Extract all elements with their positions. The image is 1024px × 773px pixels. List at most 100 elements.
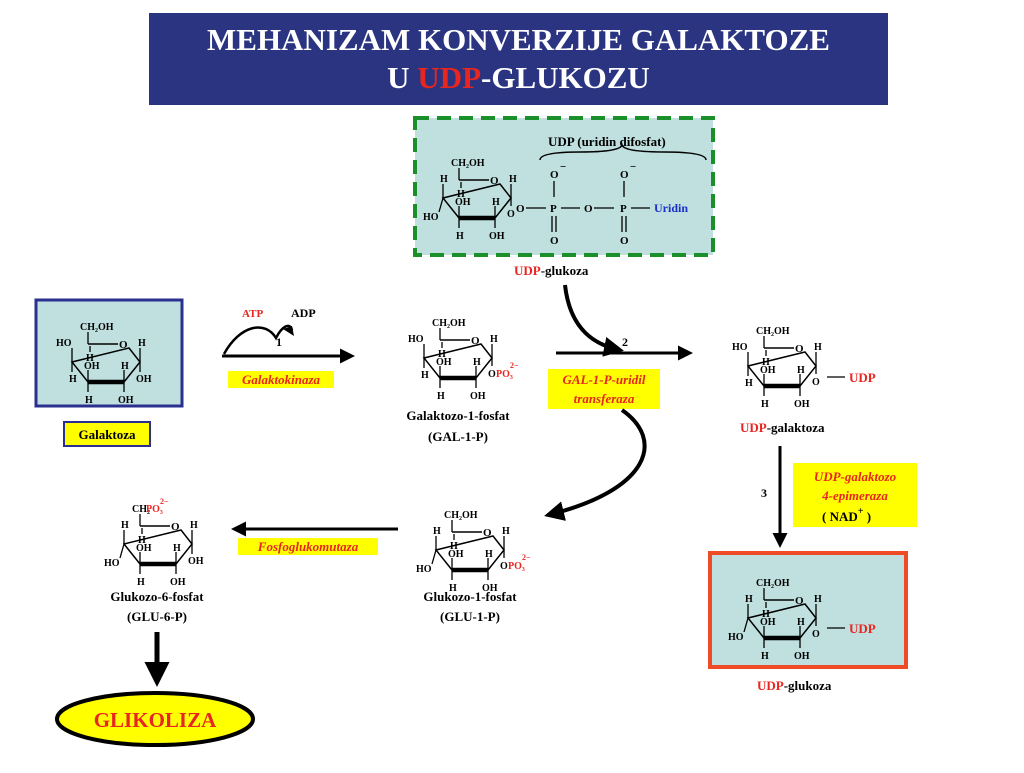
c1-oxygen: O: [812, 629, 820, 640]
udp-double-o-2: O: [620, 235, 629, 247]
c6-ch2oh: CH₂OH: [756, 326, 790, 337]
c2-oh: OH: [482, 583, 498, 594]
c1-oxygen: O: [488, 369, 496, 380]
c2-h: H: [173, 543, 181, 554]
udp-o-minus-1: O: [550, 169, 559, 181]
epimeraza-label-1: UDP-galaktozo: [814, 469, 897, 484]
udp-p-1: P: [550, 203, 557, 215]
c2-h: H: [797, 365, 805, 376]
c5-h: H: [762, 357, 770, 368]
c3-h: H: [437, 391, 445, 402]
c4-ho: HO: [408, 334, 424, 345]
title-line-2: U UDP-GLUKOZU: [149, 59, 888, 97]
c5-h: H: [138, 535, 146, 546]
udp-minus-1: −: [560, 161, 566, 173]
c3-h: H: [761, 399, 769, 410]
udp-double-o-1: O: [550, 235, 559, 247]
c3-oh: OH: [760, 365, 776, 376]
epimeraza-box: [793, 463, 917, 527]
c5-h: H: [86, 353, 94, 364]
c1-h: H: [502, 526, 510, 537]
c4-h: H: [745, 594, 753, 605]
c5-h: H: [438, 349, 446, 360]
c2-h: H: [485, 549, 493, 560]
title-line-2-suffix: -GLUKOZU: [481, 60, 650, 95]
fosfoglukomutaza-box: [238, 538, 378, 555]
c6-ch2oh: CH₂OH: [444, 510, 478, 521]
galaktokinaza-box: [228, 371, 334, 388]
c1-phosphate: PO₃: [508, 561, 525, 572]
c1-h: H: [190, 520, 198, 531]
galactose-label-box: [63, 421, 151, 447]
c1-phosphate: PO₃: [496, 369, 513, 380]
c3-h: H: [137, 577, 145, 588]
udp-glucose-input-arrow: [563, 284, 624, 357]
c1-phosphate-charge: 2−: [522, 553, 531, 562]
c1-h: H: [509, 174, 517, 185]
udp-glucose-caption: UDP-glukoza: [514, 263, 589, 278]
udp-o-minus-2: O: [620, 169, 629, 181]
c1-oh: OH: [136, 374, 152, 385]
galaktokinaza-label: Galaktokinaza: [242, 372, 321, 387]
ring-bonds: [434, 531, 505, 571]
udp-bridge-o-1: O: [516, 203, 525, 215]
gal1p-name: Galaktozo-1-fosfat: [406, 408, 510, 423]
c2-h: H: [473, 357, 481, 368]
c3-h: H: [456, 231, 464, 242]
udp-p-2: P: [620, 203, 627, 215]
c4-ho: HO: [732, 342, 748, 353]
c4-h: H: [121, 520, 129, 531]
glc6p-name: Glukozo-6-fosfat: [110, 589, 204, 604]
c3-h: H: [85, 395, 93, 406]
c3-oh: OH: [436, 357, 452, 368]
ring-oxygen: O: [119, 339, 128, 351]
adp-label: ADP: [291, 306, 316, 320]
c1-oh: OH: [188, 556, 204, 567]
galactose-label: Galaktoza: [78, 427, 136, 442]
glc1p-name: Glukozo-1-fosfat: [423, 589, 517, 604]
c3-h: H: [761, 651, 769, 662]
glc1p-abbr: (GLU-1-P): [440, 609, 500, 624]
udp-glucose-final-udp-group: UDP: [849, 621, 876, 636]
c6-ch2oh: CH₂OH: [432, 318, 466, 329]
c4-ho: HO: [56, 338, 72, 349]
transferaza-label-1: GAL-1-P-uridil: [562, 372, 645, 387]
transferaza-box: [548, 369, 660, 409]
ring-oxygen: O: [795, 595, 804, 607]
title-udp-highlight: UDP: [417, 60, 482, 95]
c4-h: H: [433, 526, 441, 537]
glycolysis-ellipse: [55, 691, 255, 747]
atp-label: ATP: [242, 308, 263, 320]
glycolysis-label: GLIKOLIZA: [94, 708, 217, 732]
ring-oxygen: O: [490, 175, 499, 187]
epimeraza-label-2: 4-epimeraza: [821, 488, 888, 503]
step2-number: 2: [622, 335, 628, 349]
c6-ch2oh: CH₂OH: [451, 158, 485, 169]
c3-oh: OH: [760, 617, 776, 628]
c1-h: H: [814, 342, 822, 353]
udp-galactose-udp-group: UDP: [849, 370, 876, 385]
ring-bonds: [122, 525, 193, 565]
c4-h: H: [421, 370, 429, 381]
c3-oh: OH: [84, 361, 100, 372]
transferaza-label-2: transferaza: [574, 391, 635, 406]
c2-oh: OH: [794, 651, 810, 662]
c2-oh: OH: [794, 399, 810, 410]
c3-oh: OH: [455, 197, 471, 208]
gal1p-abbr: (GAL-1-P): [428, 429, 488, 444]
atp-adp-curve: [222, 324, 294, 355]
c6-phosphate: PO₃: [146, 504, 163, 515]
ring-bonds: [746, 347, 817, 387]
udp-glucose-final-box: [708, 551, 908, 669]
nad-cofactor: ( NAD+ ): [822, 506, 871, 524]
ring-oxygen: O: [171, 521, 180, 533]
c4-ho: HO: [423, 212, 439, 223]
step1-number: 1: [276, 335, 282, 349]
c5-h: H: [762, 609, 770, 620]
